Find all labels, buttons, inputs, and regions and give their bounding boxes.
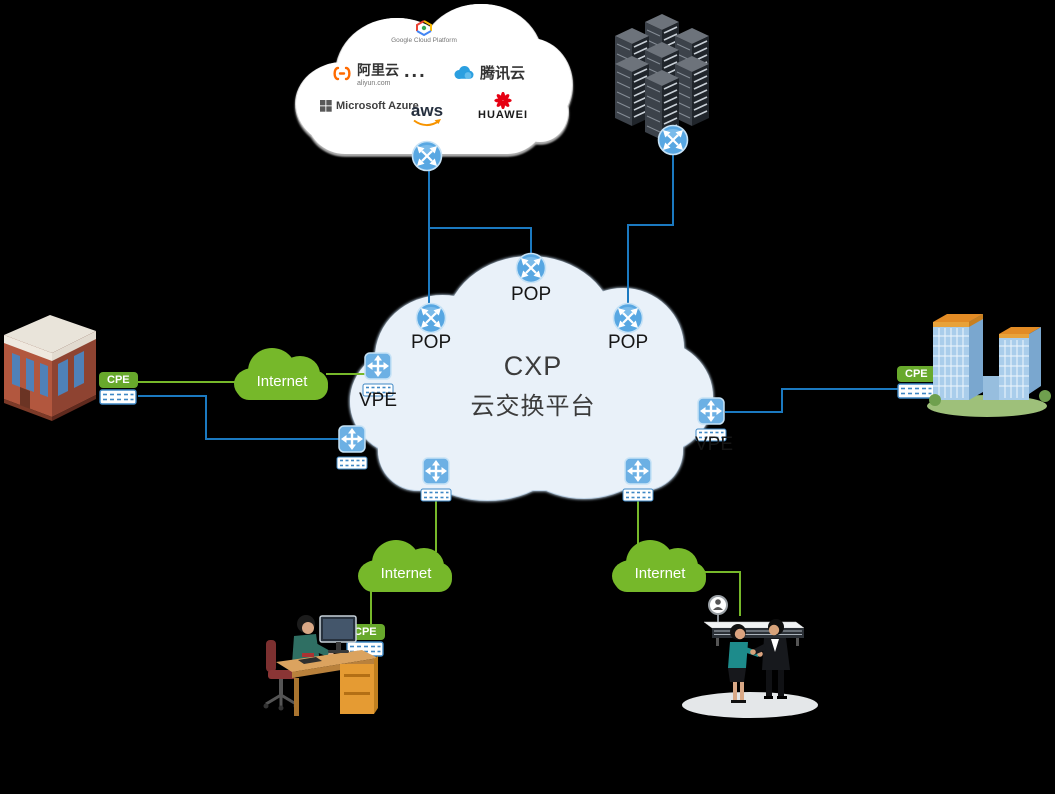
internet-cloud-left: Internet [232,346,332,404]
microsoft-azure-label: Microsoft Azure [336,100,419,112]
router-icon-cloud-edge [411,140,443,172]
cpe-left: CPE [99,372,138,405]
cpe-label-right: CPE [897,366,936,382]
tencent-cloud-logo: 腾讯云 [452,62,525,83]
switch-icon-bottom-left [419,457,453,503]
pop-label-left: POP [411,332,452,353]
tencent-cloud-label: 腾讯云 [480,65,526,82]
cpe-right: CPE [897,366,936,399]
cxp-title-line1: CXP [503,351,563,381]
aws-smile-icon [413,119,441,127]
alibaba-cloud-icon [333,66,351,81]
alibaba-cloud-logo: 阿里云 aliyun.com [331,60,399,87]
internet-cloud-bottom-left: Internet [356,538,456,596]
office-worker-desk-icon [263,615,378,716]
router-icon-datacenter [657,124,689,156]
aws-logo: aws [408,101,446,128]
cpe-device-icon [99,389,138,405]
switch-icon-bottom-right [621,457,655,503]
more-providers-ellipsis: ... [404,60,427,82]
huawei-logo: HUAWEI [466,92,540,121]
alibaba-domain-label: aliyun.com [357,80,391,87]
cxp-title: CXP 云交换平台 [433,351,633,421]
business-people-icon [682,595,818,718]
internet-label-left: Internet [256,373,308,390]
internet-cloud-bottom-right: Internet [610,538,710,596]
pop-label-right: POP [608,332,649,353]
pop-label-top: POP [511,284,552,305]
vpe-label-right: VPE [694,434,734,455]
microsoft-azure-logo: Microsoft Azure [320,100,419,112]
vpe-label-left: VPE [358,390,398,411]
enterprise-buildings-icon [927,314,1051,417]
router-icon-pop-right [612,302,644,334]
aws-label: aws [410,101,444,120]
microsoft-azure-icon [320,100,332,112]
internet-label-bottom-right: Internet [634,565,686,582]
public-cloud-providers-cloud [288,4,572,172]
google-cloud-logo: Google Cloud Platform [374,20,474,44]
branch-office-building-icon [4,315,96,421]
huawei-label: HUAWEI [478,109,528,121]
alibaba-cloud-label: 阿里云 [357,62,399,78]
router-icon-pop-left [415,302,447,334]
google-cloud-icon [416,20,432,36]
cxp-title-line2: 云交换平台 [470,393,596,420]
cpe-label-left: CPE [99,372,138,388]
router-icon-pop-top [515,252,547,284]
internet-label-bottom-left: Internet [380,565,432,582]
switch-icon-vpe-lower-left [335,425,369,471]
huawei-flower-icon [494,92,512,109]
tencent-cloud-icon [454,66,474,79]
google-cloud-label: Google Cloud Platform [391,37,457,44]
